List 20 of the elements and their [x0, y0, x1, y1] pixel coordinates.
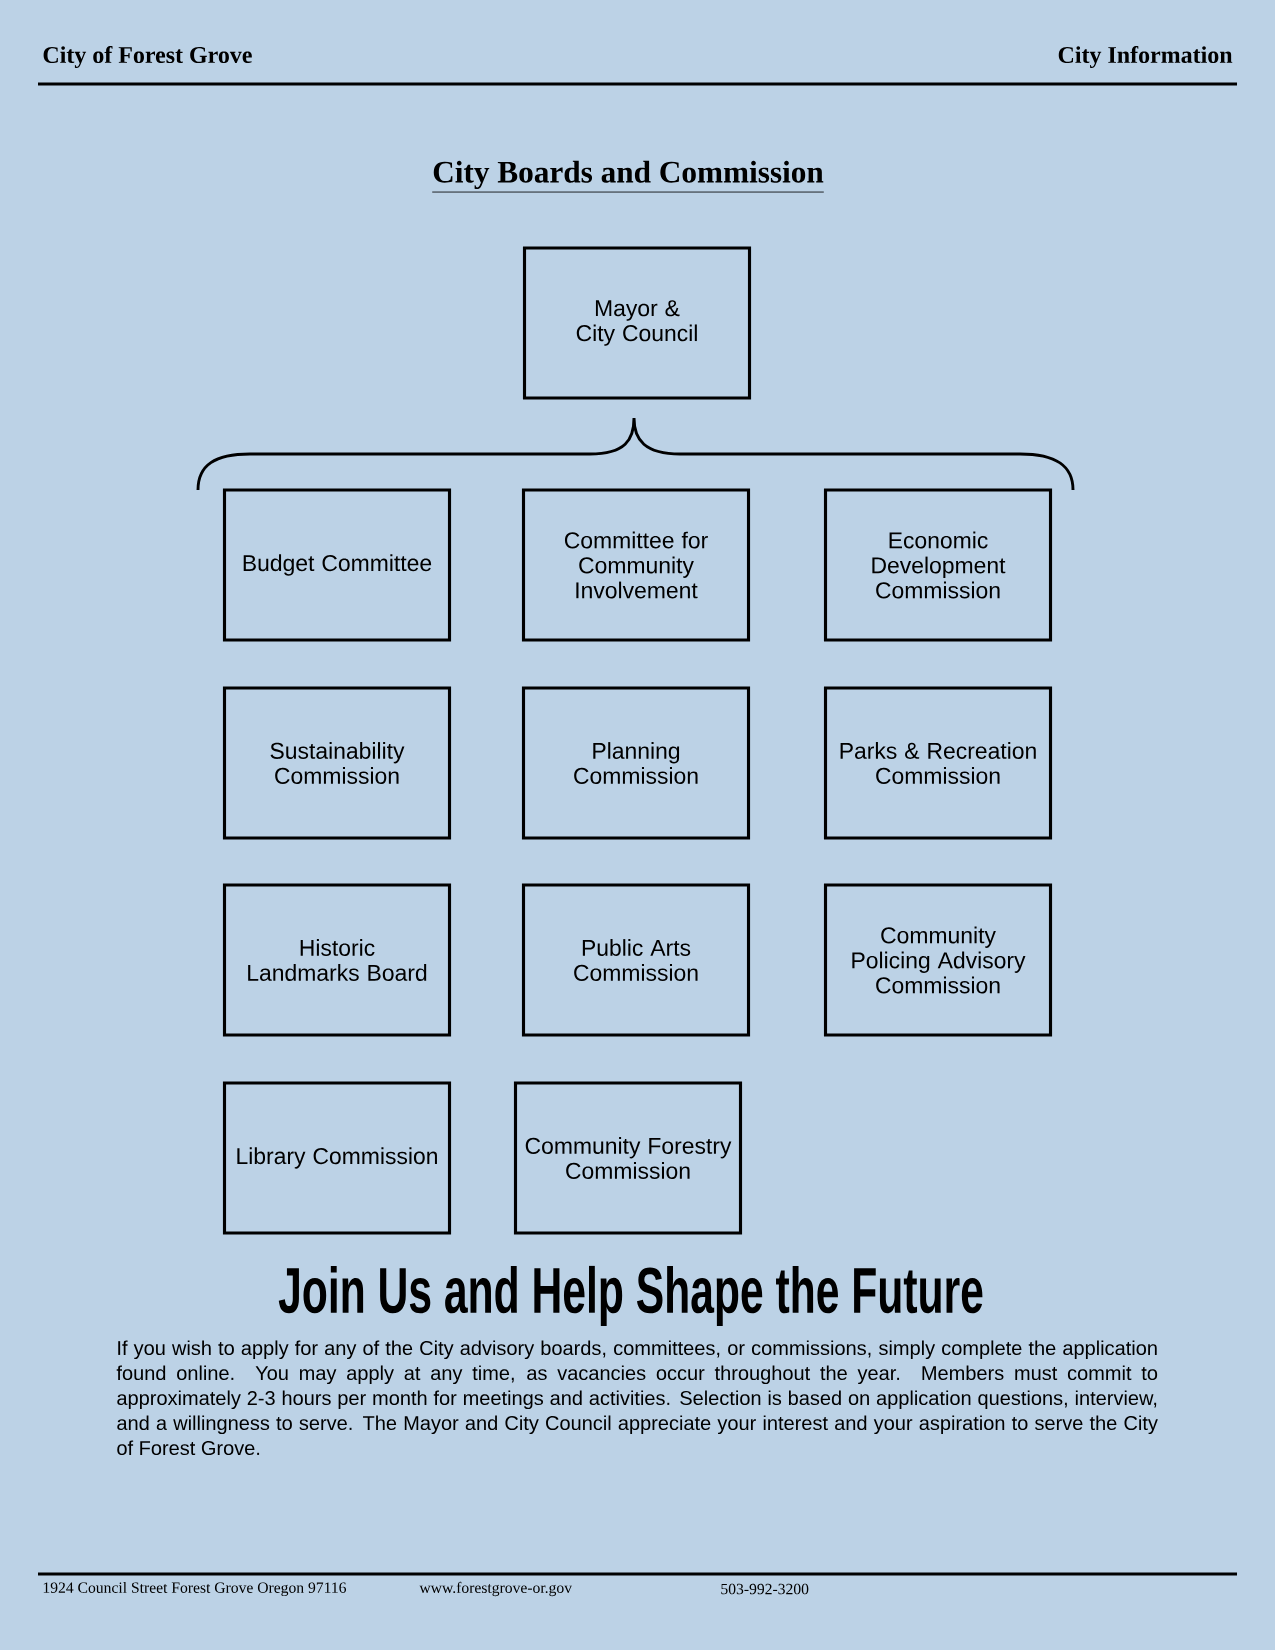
header-text: City Information — [1058, 46, 1233, 68]
header-text: City of Forest Grove — [43, 46, 252, 68]
board-box: Library Commission — [222, 1081, 452, 1235]
body-paragraph: If you wish to apply for any of the City advisory boards, committees, or commissions, simply complete the application found online. You may apply at any time, as vacancies occur throughout the year. Members must commit to approximately 2-3 hours per month for meetings and activities. Selection is based on application questions, interview, and a willingness to serve. The Mayor and City Council appreciate your interest and your aspiration to serve the City of Forest Grove. — [116, 1340, 1158, 1456]
footer-text: 1924 Council Street Forest Grove Oregon 97116 — [43, 1581, 347, 1597]
board-box: Economic Development Commission — [823, 488, 1053, 642]
banner-heading: Join Us and Help Shape the Future — [278, 1265, 983, 1327]
board-box: Committee for Community Involvement — [521, 488, 751, 642]
board-box: Historic Landmarks Board — [222, 883, 452, 1037]
board-box: Parks & Recreation Commission — [823, 686, 1053, 840]
board-box: Planning Commission — [521, 686, 751, 840]
diagram-title: City Boards and Commission — [431, 160, 825, 193]
board-box: Mayor & City Council — [522, 246, 752, 400]
board-box: Sustainability Commission — [222, 686, 452, 840]
footer-text: www.forestgrove-or.gov — [419, 1581, 572, 1597]
board-box: Budget Committee — [222, 488, 452, 642]
board-box: Public Arts Commission — [521, 883, 751, 1037]
board-box: Community Policing Advisory Commission — [823, 883, 1053, 1037]
footer-text: 503-992-3200 — [721, 1583, 809, 1595]
board-box: Community Forestry Commission — [513, 1081, 743, 1235]
